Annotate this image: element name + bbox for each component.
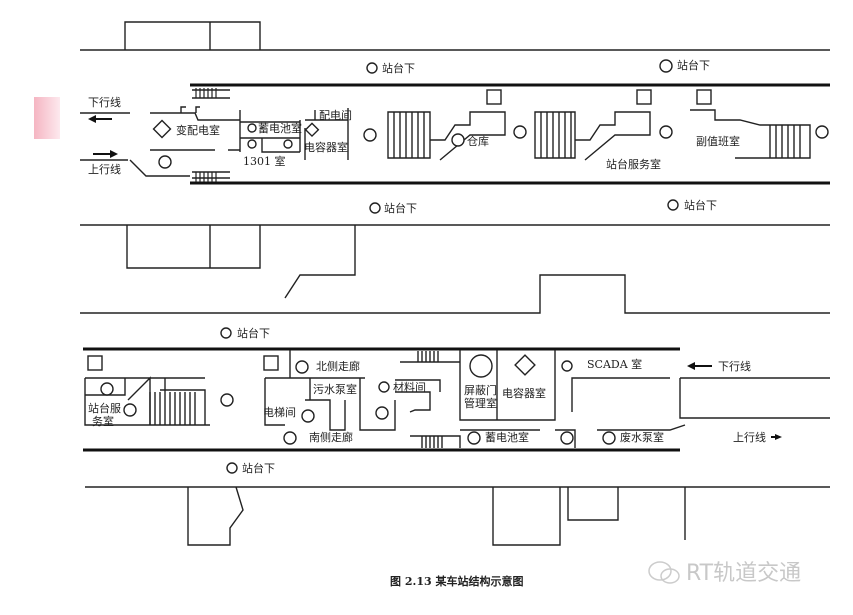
room-label: 南侧走廊 xyxy=(309,430,353,444)
stair-treads xyxy=(393,112,801,158)
stairs xyxy=(192,89,230,179)
stair-treads xyxy=(195,88,217,182)
room-label: 配电间 xyxy=(319,109,352,122)
room-label: 材料间 xyxy=(393,380,426,394)
escalator-icon xyxy=(636,89,652,105)
below-platform-label: 站台下 xyxy=(382,61,415,75)
upper-plan: 下行线 上行线 站台下 站台下 站台下 站台下 变配电室 蓄电池室 1301 室… xyxy=(80,21,830,314)
escalator-icon xyxy=(696,89,712,105)
up-line-label: 上行线 xyxy=(733,430,766,444)
room-label: 站台服 xyxy=(88,401,121,415)
stair-block-3 xyxy=(690,109,811,159)
room-label: 蓄电池室 xyxy=(258,121,302,135)
transformer-icon xyxy=(152,119,172,139)
entrance-block xyxy=(124,21,261,50)
room-label: 务室 xyxy=(92,414,114,428)
room-label: 北侧走廊 xyxy=(316,359,360,373)
below-platform-label: 站台下 xyxy=(684,198,717,212)
up-line-label: 上行线 xyxy=(88,162,121,176)
room-label: 变配电室 xyxy=(176,123,220,137)
escalator-icon xyxy=(263,355,279,371)
room-label: 蓄电池室 xyxy=(485,430,529,444)
room-label: 污水泵室 xyxy=(313,382,357,396)
stair-block-2 xyxy=(534,111,651,161)
below-platform-label: 站台下 xyxy=(384,201,417,215)
column-markers xyxy=(158,62,829,214)
down-line-label: 下行线 xyxy=(88,95,121,109)
capacitor-icon xyxy=(304,122,320,138)
below-platform-label: 站台下 xyxy=(242,461,275,475)
escalator-icon xyxy=(87,355,103,371)
room-label: 站台服务室 xyxy=(606,157,661,171)
wechat-icon xyxy=(648,561,672,581)
room-label: 废水泵室 xyxy=(620,430,664,444)
room-label: 管理室 xyxy=(464,396,497,410)
below-platform-label: 站台下 xyxy=(237,326,270,340)
scan-artifact xyxy=(34,97,60,139)
room-label: 仓库 xyxy=(467,134,489,148)
escalator-icon xyxy=(659,59,673,73)
down-line-label: 下行线 xyxy=(718,359,751,373)
escalator-icon xyxy=(486,89,502,105)
below-platform-label: 站台下 xyxy=(677,58,710,72)
room-label: 电梯间 xyxy=(263,406,296,419)
lower-plan: 站台下 站台下 站台服 务室 北侧走廊 污水泵室 材料间 电梯间 南侧走廊 屏蔽… xyxy=(83,326,830,546)
room-label: SCADA 室 xyxy=(587,357,642,371)
column-markers xyxy=(100,327,616,474)
room-label: 1301 室 xyxy=(243,154,286,168)
room-label: 屏蔽门 xyxy=(464,383,497,397)
room-label: 电容器室 xyxy=(502,386,546,400)
stair-block-1 xyxy=(387,111,506,161)
watermark: RT轨道交通 xyxy=(648,561,801,586)
stair-treads xyxy=(149,351,443,448)
figure-caption: 图 2.13 某车站结构示意图 xyxy=(390,574,523,588)
watermark-text: RT轨道交通 xyxy=(686,561,801,586)
room-label: 电容器室 xyxy=(304,140,348,154)
room-label: 副值班室 xyxy=(696,134,740,148)
capacitor-icon xyxy=(514,354,536,376)
